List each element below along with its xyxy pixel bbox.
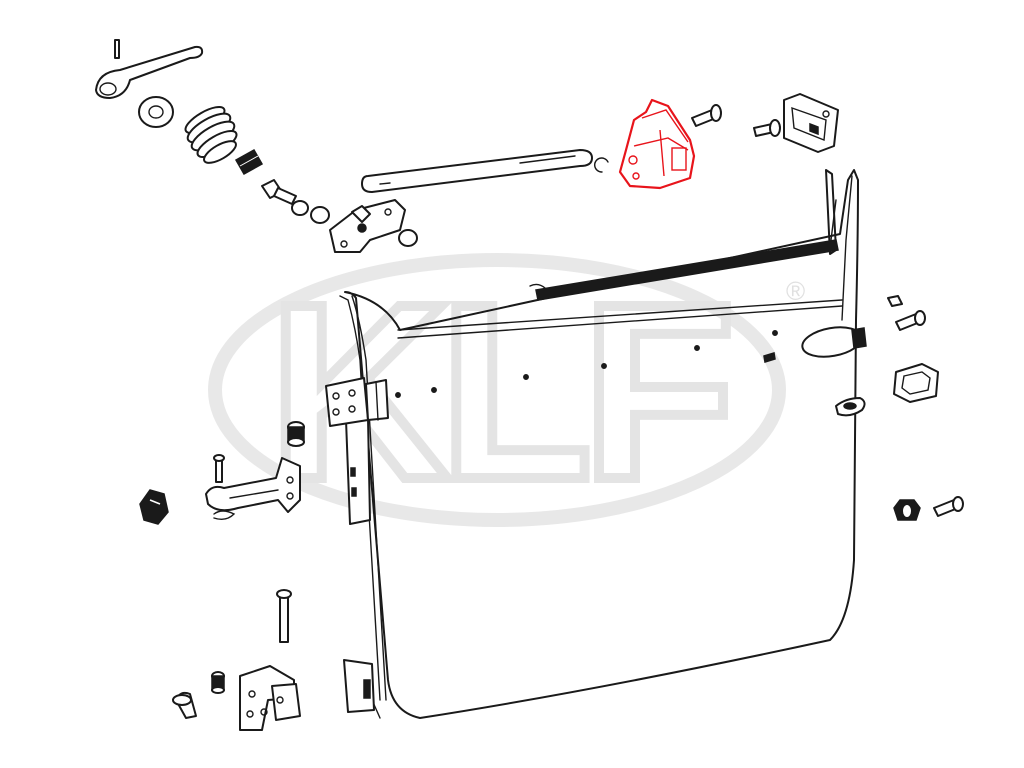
door-lock-mechanism — [329, 199, 406, 253]
lock-washer-1 — [291, 200, 309, 216]
outside-handle-recess — [801, 326, 867, 358]
door-holes — [395, 330, 778, 398]
klf-watermark-logo: KLF ® — [208, 247, 805, 536]
side-screw-1 — [895, 310, 926, 331]
side-screw-2 — [933, 496, 964, 517]
handle-washer — [138, 96, 174, 128]
lower-hinge-mount — [343, 659, 375, 713]
upper-door-hinge — [325, 377, 389, 427]
handle-spring — [184, 106, 238, 164]
handle-spindle — [234, 148, 264, 176]
lock-mechanism-bolt — [261, 179, 297, 205]
lower-door-hinge — [239, 665, 301, 731]
lock-washer-3 — [398, 229, 418, 247]
lock-connecting-rod — [361, 149, 593, 193]
lock-cylinder-seal — [893, 499, 921, 521]
hinge-pin — [276, 589, 292, 643]
check-pin — [213, 454, 225, 483]
striker-screw — [691, 104, 722, 127]
check-rubber-bumper — [287, 421, 305, 447]
hinge-bushing — [211, 671, 225, 694]
door-check-strap — [205, 457, 301, 513]
lock-cylinder-opening — [835, 397, 866, 417]
bumper-stop — [887, 295, 903, 307]
klf-registered-mark: ® — [786, 276, 805, 306]
hinge-screw — [172, 691, 197, 719]
door-striker-plate — [618, 98, 696, 190]
handle-escutcheon — [893, 363, 939, 403]
door-pull-screw — [753, 119, 781, 137]
door-check-mount — [345, 417, 371, 525]
check-strap-cover — [139, 489, 169, 525]
check-strap-clip — [213, 510, 236, 521]
rod-clip — [594, 157, 609, 173]
door-pull-cup — [783, 93, 839, 153]
lock-washer-2 — [310, 206, 330, 224]
inner-door-handle — [95, 39, 204, 99]
door-shell — [339, 169, 859, 719]
